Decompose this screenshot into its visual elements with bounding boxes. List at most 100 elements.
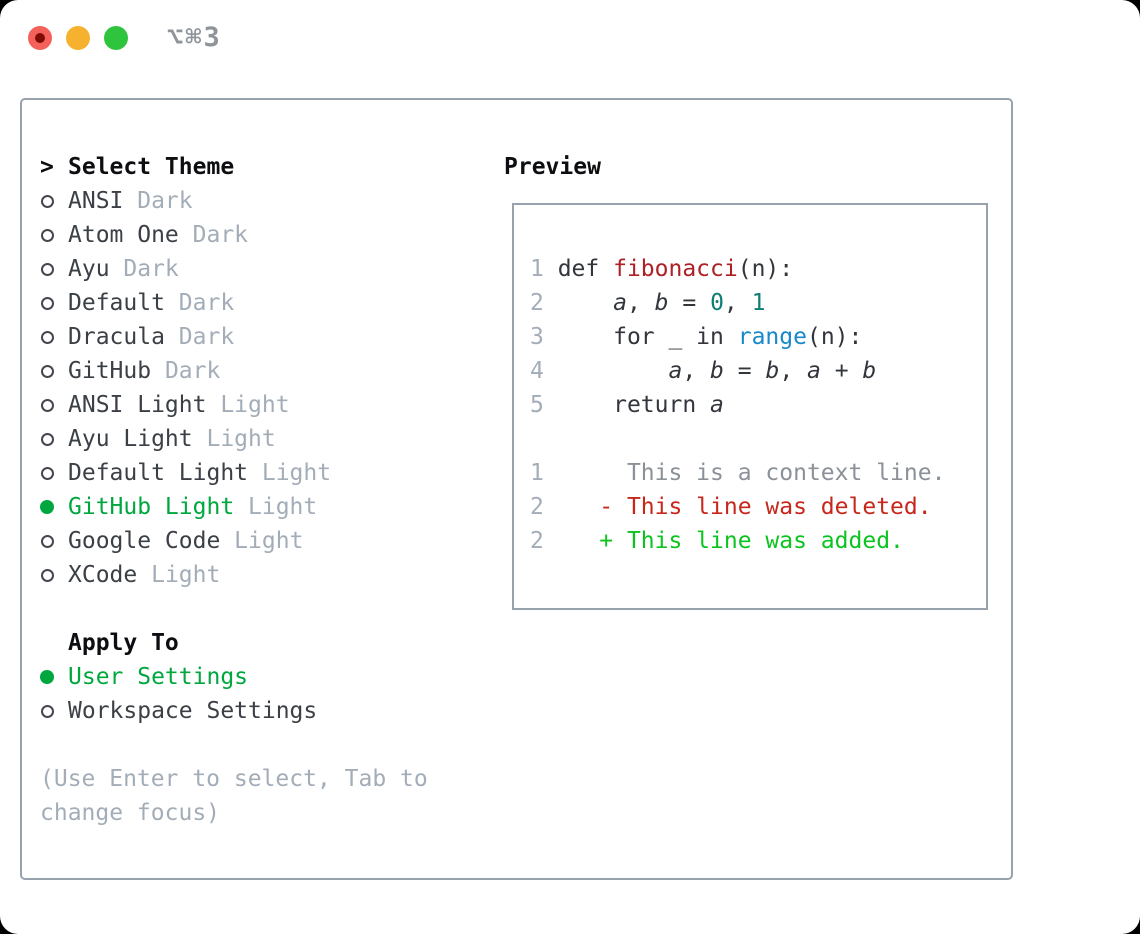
code-token: b	[862, 358, 877, 384]
theme-option-ayu-light[interactable]: Ayu Light Light	[40, 422, 331, 456]
radio-marker	[40, 432, 68, 446]
theme-option-github-light[interactable]: GitHub Light Light	[40, 490, 331, 524]
radio-marker	[40, 670, 68, 684]
theme-option-default[interactable]: Default Dark	[40, 286, 331, 320]
radio-unselected-icon	[41, 364, 54, 378]
theme-option-xcode[interactable]: XCode Light	[40, 558, 331, 592]
theme-option-label: Dracula	[68, 324, 165, 350]
code-token: + This line was added.	[557, 528, 904, 554]
radio-unselected-icon	[41, 398, 54, 412]
theme-option-label: Google Code	[68, 528, 221, 554]
code-token: ,	[723, 290, 752, 316]
apply-option-label: User Settings	[68, 664, 249, 690]
apply-option-workspace-settings[interactable]: Workspace Settings	[40, 694, 317, 728]
theme-option-dracula[interactable]: Dracula Dark	[40, 320, 331, 354]
theme-variant-label: Dark	[178, 222, 249, 248]
theme-option-ayu[interactable]: Ayu Dark	[40, 252, 331, 286]
theme-option-google-code[interactable]: Google Code Light	[40, 524, 331, 558]
theme-variant-label: Dark	[164, 290, 235, 316]
theme-option-label: Default Light	[68, 460, 249, 486]
radio-unselected-icon	[41, 432, 54, 446]
theme-list-title: Select Theme	[68, 154, 235, 180]
radio-selected-icon	[40, 500, 54, 514]
radio-marker	[40, 228, 68, 242]
radio-unselected-icon	[41, 262, 54, 276]
code-token: =	[723, 358, 766, 384]
theme-option-ansi[interactable]: ANSI Dark	[40, 184, 331, 218]
apply-to-header-row: Apply To	[40, 626, 317, 660]
code-token: - This line was deleted.	[557, 494, 932, 520]
theme-variant-label: Dark	[109, 256, 179, 282]
radio-unselected-icon	[41, 534, 54, 548]
radio-unselected-icon	[41, 466, 54, 480]
radio-marker	[40, 466, 68, 480]
radio-unselected-icon	[41, 194, 54, 208]
chevron-right-icon: >	[40, 154, 54, 180]
radio-marker	[40, 534, 68, 548]
code-line: 2 + This line was added.	[530, 524, 986, 558]
theme-option-ansi-light[interactable]: ANSI Light Light	[40, 388, 331, 422]
theme-variant-label: Light	[206, 392, 290, 418]
code-token: b	[654, 290, 669, 316]
line-number: 2	[530, 528, 558, 554]
code-token: b	[710, 358, 724, 384]
radio-marker	[40, 330, 68, 344]
theme-option-default-light[interactable]: Default Light Light	[40, 456, 331, 490]
line-number: 5	[530, 392, 558, 418]
code-token: ,	[682, 358, 711, 384]
radio-marker	[40, 296, 68, 310]
theme-option-label: ANSI	[68, 188, 124, 214]
line-number: 1	[530, 460, 558, 486]
theme-option-github[interactable]: GitHub Dark	[40, 354, 331, 388]
code-token: 0	[710, 290, 724, 316]
code-line: 5 return a	[530, 388, 986, 422]
theme-option-label: GitHub Light	[68, 494, 235, 520]
code-token: (n):	[737, 256, 794, 282]
theme-option-label: Ayu	[68, 256, 110, 282]
theme-option-label: GitHub	[68, 358, 152, 384]
code-line: 3 for _ in range(n):	[530, 320, 986, 354]
apply-option-label: Workspace Settings	[68, 698, 318, 724]
zoom-button[interactable]	[104, 26, 128, 50]
code-line: 2 a, b = 0, 1	[530, 286, 986, 320]
radio-marker	[40, 262, 68, 276]
radio-selected-icon	[40, 670, 54, 684]
radio-marker	[40, 500, 68, 514]
window-title-shortcut: ⌥⌘3	[167, 22, 222, 53]
theme-list-header-row: > Select Theme	[40, 150, 331, 184]
theme-option-label: Ayu Light	[68, 426, 193, 452]
theme-variant-label: Dark	[151, 358, 221, 384]
radio-marker	[40, 194, 68, 208]
code-line: 1 def fibonacci(n):	[530, 252, 986, 286]
theme-option-atom-one[interactable]: Atom One Dark	[40, 218, 331, 252]
code-line: 1 This is a context line.	[530, 456, 986, 490]
theme-variant-label: Light	[192, 426, 276, 452]
radio-marker	[40, 398, 68, 412]
radio-marker	[40, 704, 68, 718]
code-token: ,	[626, 290, 655, 316]
code-line	[530, 422, 986, 456]
preview-title: Preview	[504, 154, 601, 180]
radio-unselected-icon	[41, 296, 54, 310]
code-token: a	[613, 290, 627, 316]
apply-option-user-settings[interactable]: User Settings	[40, 660, 317, 694]
minimize-button[interactable]	[66, 26, 90, 50]
line-number: 2	[530, 290, 558, 316]
code-token: range	[737, 324, 807, 350]
code-token: for _ in	[557, 324, 738, 350]
theme-variant-label: Dark	[123, 188, 193, 214]
close-button[interactable]	[28, 26, 52, 50]
code-token: a	[710, 392, 724, 418]
code-line: 2 - This line was deleted.	[530, 490, 986, 524]
theme-option-label: Default	[68, 290, 165, 316]
theme-variant-label: Dark	[164, 324, 235, 350]
radio-marker	[40, 568, 68, 582]
code-token: b	[765, 358, 780, 384]
theme-variant-label: Light	[137, 562, 221, 588]
code-token	[558, 358, 669, 384]
